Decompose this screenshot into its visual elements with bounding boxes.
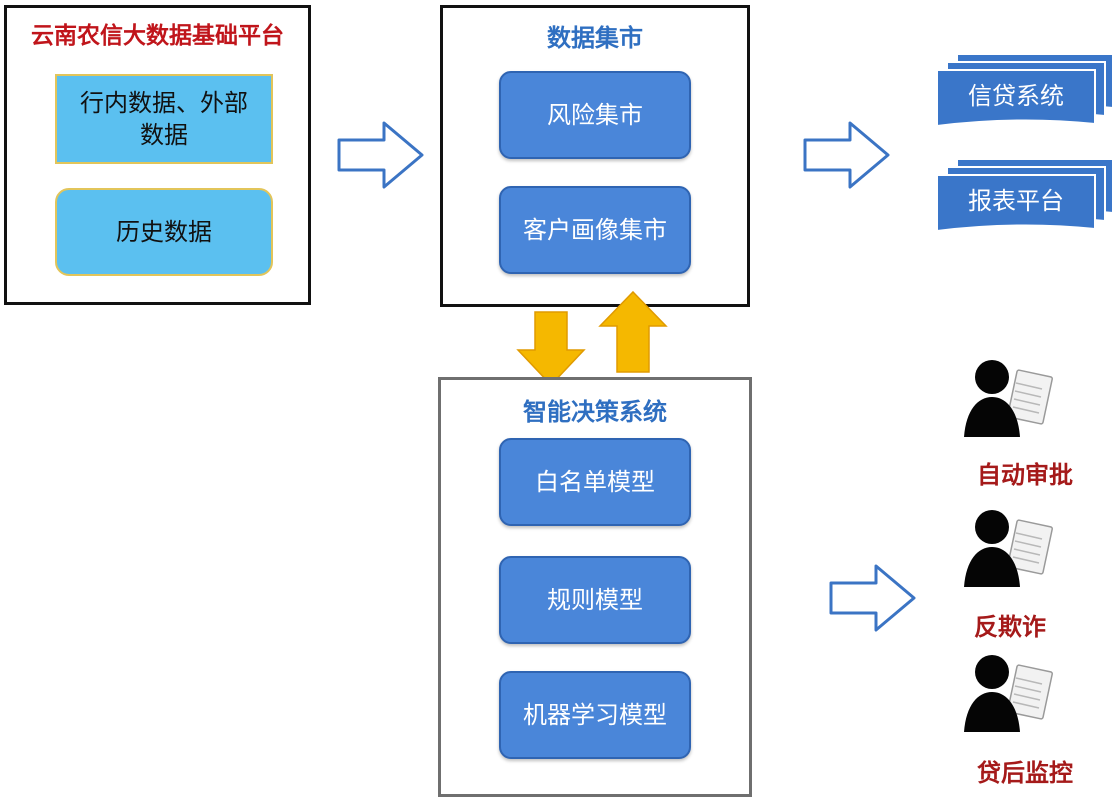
report-platform-target: 报表平台 [935, 155, 1120, 235]
data-mart-panel: 数据集市 风险集市 客户画像集市 [440, 5, 750, 307]
risk-mart-box: 风险集市 [499, 71, 691, 159]
person-with-document-icon [964, 510, 1053, 587]
base-platform-panel: 云南农信大数据基础平台 行内数据、外部 数据 历史数据 [4, 5, 311, 305]
whitelist-model-label: 白名单模型 [535, 467, 655, 496]
document-stack-icon [936, 53, 1114, 128]
rule-model-box: 规则模型 [499, 556, 691, 644]
flow-arrow-right-2 [803, 121, 890, 189]
data-mart-title: 数据集市 [547, 24, 643, 52]
customer-profile-mart-box: 客户画像集市 [499, 186, 691, 274]
flow-arrow-right-1 [337, 121, 424, 189]
credit-system-label: 信贷系统 [968, 81, 1064, 110]
whitelist-model-box: 白名单模型 [499, 438, 691, 526]
person-with-document-icon [964, 655, 1053, 732]
rule-model-label: 规则模型 [547, 585, 643, 614]
history-data-box: 历史数据 [55, 188, 273, 276]
anti-fraud-label: 反欺诈 [974, 613, 1046, 641]
post-loan-monitoring-label: 贷后监控 [977, 759, 1073, 787]
internal-external-data-label: 行内数据、外部 数据 [80, 88, 248, 149]
report-platform-label: 报表平台 [968, 186, 1064, 215]
ml-model-label: 机器学习模型 [523, 700, 667, 729]
down-arrow-icon [516, 311, 586, 387]
decision-system-title: 智能决策系统 [523, 398, 667, 426]
auto-approval-label: 自动审批 [977, 461, 1073, 489]
up-arrow-icon [598, 290, 668, 373]
document-stack-icon [936, 158, 1114, 233]
internal-external-data-box: 行内数据、外部 数据 [55, 74, 273, 164]
customer-profile-mart-label: 客户画像集市 [523, 215, 667, 244]
flow-arrow-right-3 [829, 564, 916, 632]
person-with-document-icon [964, 360, 1053, 437]
ml-model-box: 机器学习模型 [499, 671, 691, 759]
risk-mart-label: 风险集市 [547, 100, 643, 129]
history-data-label: 历史数据 [116, 217, 212, 246]
decision-system-panel: 智能决策系统 白名单模型 规则模型 机器学习模型 [438, 377, 752, 797]
base-platform-title: 云南农信大数据基础平台 [31, 23, 284, 49]
credit-system-target: 信贷系统 [935, 50, 1120, 130]
